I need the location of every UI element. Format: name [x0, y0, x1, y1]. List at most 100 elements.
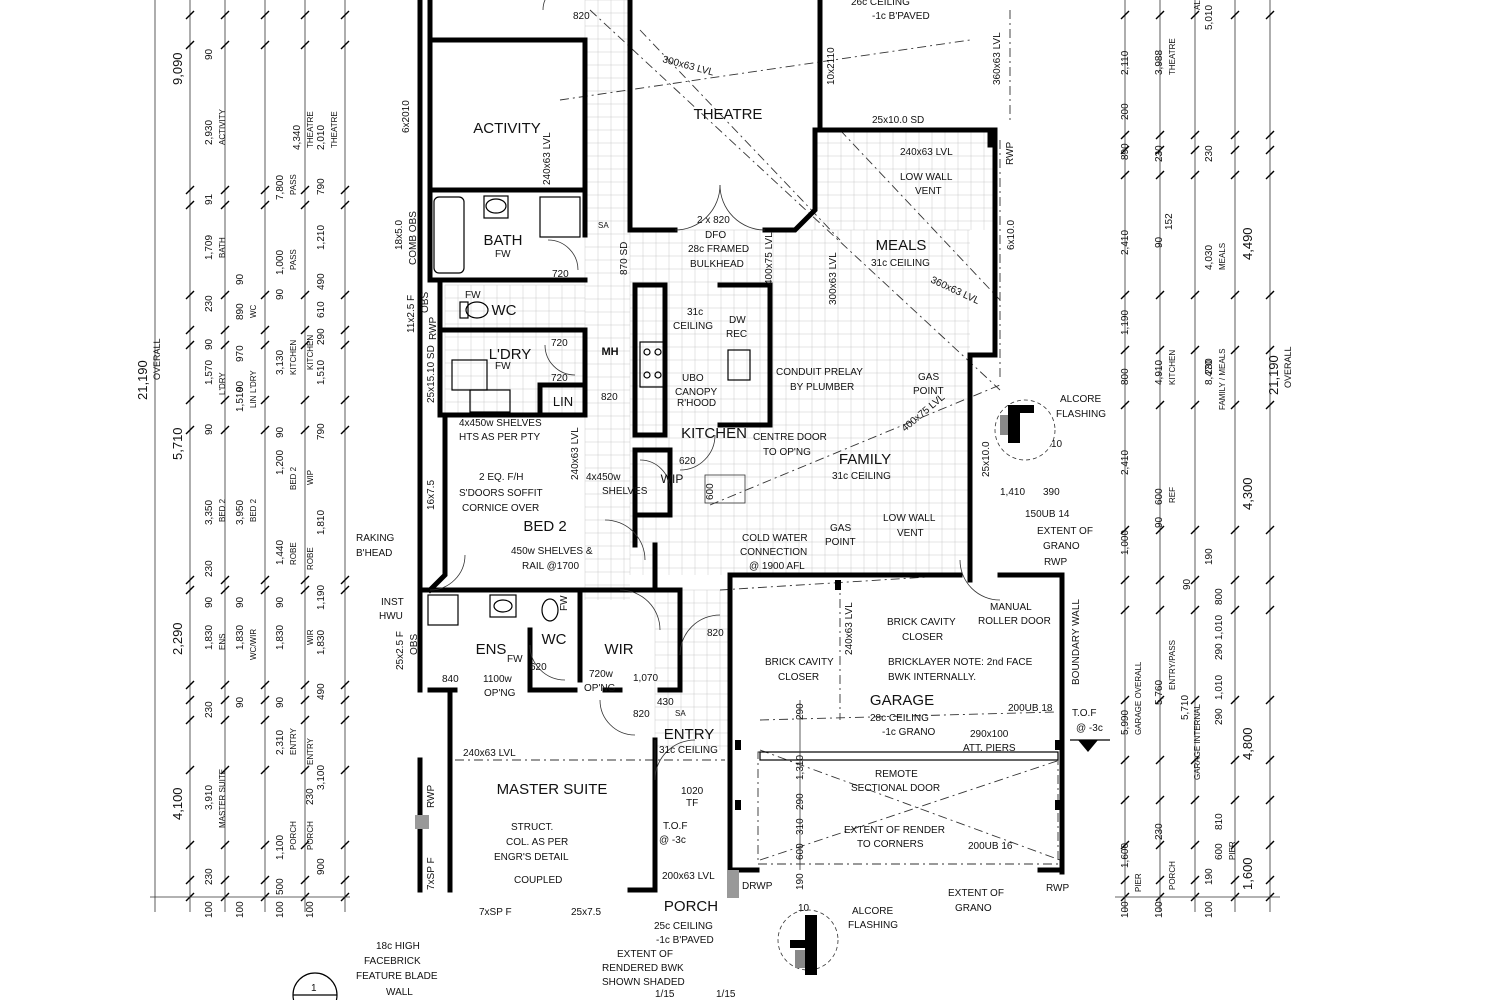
dim: 1,830	[235, 625, 246, 650]
dim: 1,810	[316, 510, 327, 535]
dim: PIER	[1228, 841, 1237, 860]
dim: ROBE	[289, 542, 298, 565]
dim: 5,010	[1204, 5, 1215, 30]
note: 31c CEILING	[659, 745, 718, 756]
dim: 190	[1204, 868, 1215, 885]
note: 10x2110	[826, 47, 837, 85]
note: BOUNDARY WALL	[1071, 599, 1082, 685]
dim: 1,830	[316, 630, 327, 655]
note: FACEBRICK	[364, 956, 421, 967]
dim: L'DRY	[249, 370, 258, 393]
note: BY PLUMBER	[790, 382, 854, 393]
dim: 100	[235, 901, 246, 918]
dim: 230	[204, 295, 215, 312]
dim: KITCHEN	[306, 335, 315, 370]
room-porch: PORCH	[664, 898, 718, 915]
dim: PORCH	[306, 821, 315, 850]
dim: 200	[1120, 103, 1131, 120]
dim: WC/WIR	[249, 629, 258, 660]
note: 240x63 LVL	[542, 132, 553, 185]
dim: 190	[1204, 548, 1215, 565]
note: ALCORE	[1060, 394, 1101, 405]
note: 2 x 820	[697, 215, 730, 226]
note: 450w SHELVES &	[511, 546, 593, 557]
dim: BED 2	[249, 498, 258, 522]
note: S'DOORS SOFFIT	[459, 488, 543, 499]
dim: 90	[275, 596, 286, 608]
note: 430	[657, 697, 674, 708]
note: 620	[679, 456, 696, 467]
dim: 2,410	[1120, 230, 1131, 255]
note: ENGR'S DETAIL	[494, 852, 569, 863]
note: OBS	[420, 292, 431, 313]
dim: 230	[1154, 145, 1165, 162]
dim: 90	[1154, 236, 1165, 248]
dim: 790	[316, 423, 327, 440]
note: 720	[551, 373, 568, 384]
note: 1100w	[483, 674, 513, 685]
dim: 600	[1154, 488, 1165, 505]
dim: 90	[235, 696, 246, 708]
dim: 3,988	[1154, 50, 1165, 75]
dim: 490	[316, 683, 327, 700]
note: 1,070	[633, 673, 658, 684]
note: SA	[598, 221, 609, 230]
dim: 600	[1214, 843, 1225, 860]
note: CONDUIT PRELAY	[776, 367, 863, 378]
dim: 600	[795, 843, 806, 860]
note: 840	[442, 674, 459, 685]
note: 25x2.5 F	[395, 631, 406, 670]
dim: 1,310	[795, 755, 806, 780]
dim: 1,510	[316, 360, 327, 385]
dim: 1,190	[1120, 310, 1131, 335]
note: GAS	[830, 523, 851, 534]
note: BWK INTERNALLY.	[888, 672, 976, 683]
note: 18c HIGH	[376, 941, 420, 952]
note: 31c CEILING	[832, 471, 891, 482]
dim: 2,010	[316, 125, 327, 150]
dim: 90	[275, 696, 286, 708]
note: 25x10.0 SD	[872, 115, 924, 126]
ens-basin-icon	[493, 599, 513, 613]
note: UBO	[682, 373, 704, 384]
dim: 3,130	[275, 350, 286, 375]
note: GRANO	[1043, 541, 1080, 552]
note: 1/15	[655, 989, 675, 1000]
note: 7xSP F	[479, 907, 512, 918]
dim: WIP	[306, 470, 315, 485]
note: T.O.F	[1072, 708, 1096, 719]
dim: 21,190	[135, 360, 150, 400]
note: VENT	[897, 528, 924, 539]
dim: 90	[275, 288, 286, 300]
room-mh: MH	[601, 346, 618, 358]
note: VENT	[915, 186, 942, 197]
note: 720w	[589, 669, 614, 680]
note: 400x75 LVL	[764, 232, 775, 285]
toilet-icon	[465, 301, 489, 319]
dim: PORCH	[289, 821, 298, 850]
dim: ACTIVITY	[218, 108, 227, 145]
note: POINT	[913, 386, 944, 397]
dim: 5,710	[1180, 695, 1191, 720]
note: 150UB 14	[1025, 509, 1070, 520]
door-swings	[429, 0, 1001, 781]
dim: KITCHEN	[1168, 350, 1177, 385]
dim: 100	[275, 901, 286, 918]
note: 600	[705, 483, 716, 500]
note: 720	[551, 338, 568, 349]
note: REMOTE	[875, 769, 918, 780]
dim: THEATRE	[1168, 38, 1177, 75]
note: R'HOOD	[677, 398, 716, 409]
note: 240x63 LVL	[570, 427, 581, 480]
dim: 290	[1214, 643, 1225, 660]
note: CEILING	[673, 321, 713, 332]
note: @ -3c	[1076, 723, 1103, 734]
dim: 90	[1154, 516, 1165, 528]
dim: 2,410	[1120, 450, 1131, 475]
dim: 9,090	[170, 52, 185, 85]
note: 820	[601, 392, 618, 403]
dim: PORCH	[1168, 861, 1177, 890]
note: -1c B'PAVED	[656, 935, 714, 946]
note: @ -3c	[659, 835, 686, 846]
